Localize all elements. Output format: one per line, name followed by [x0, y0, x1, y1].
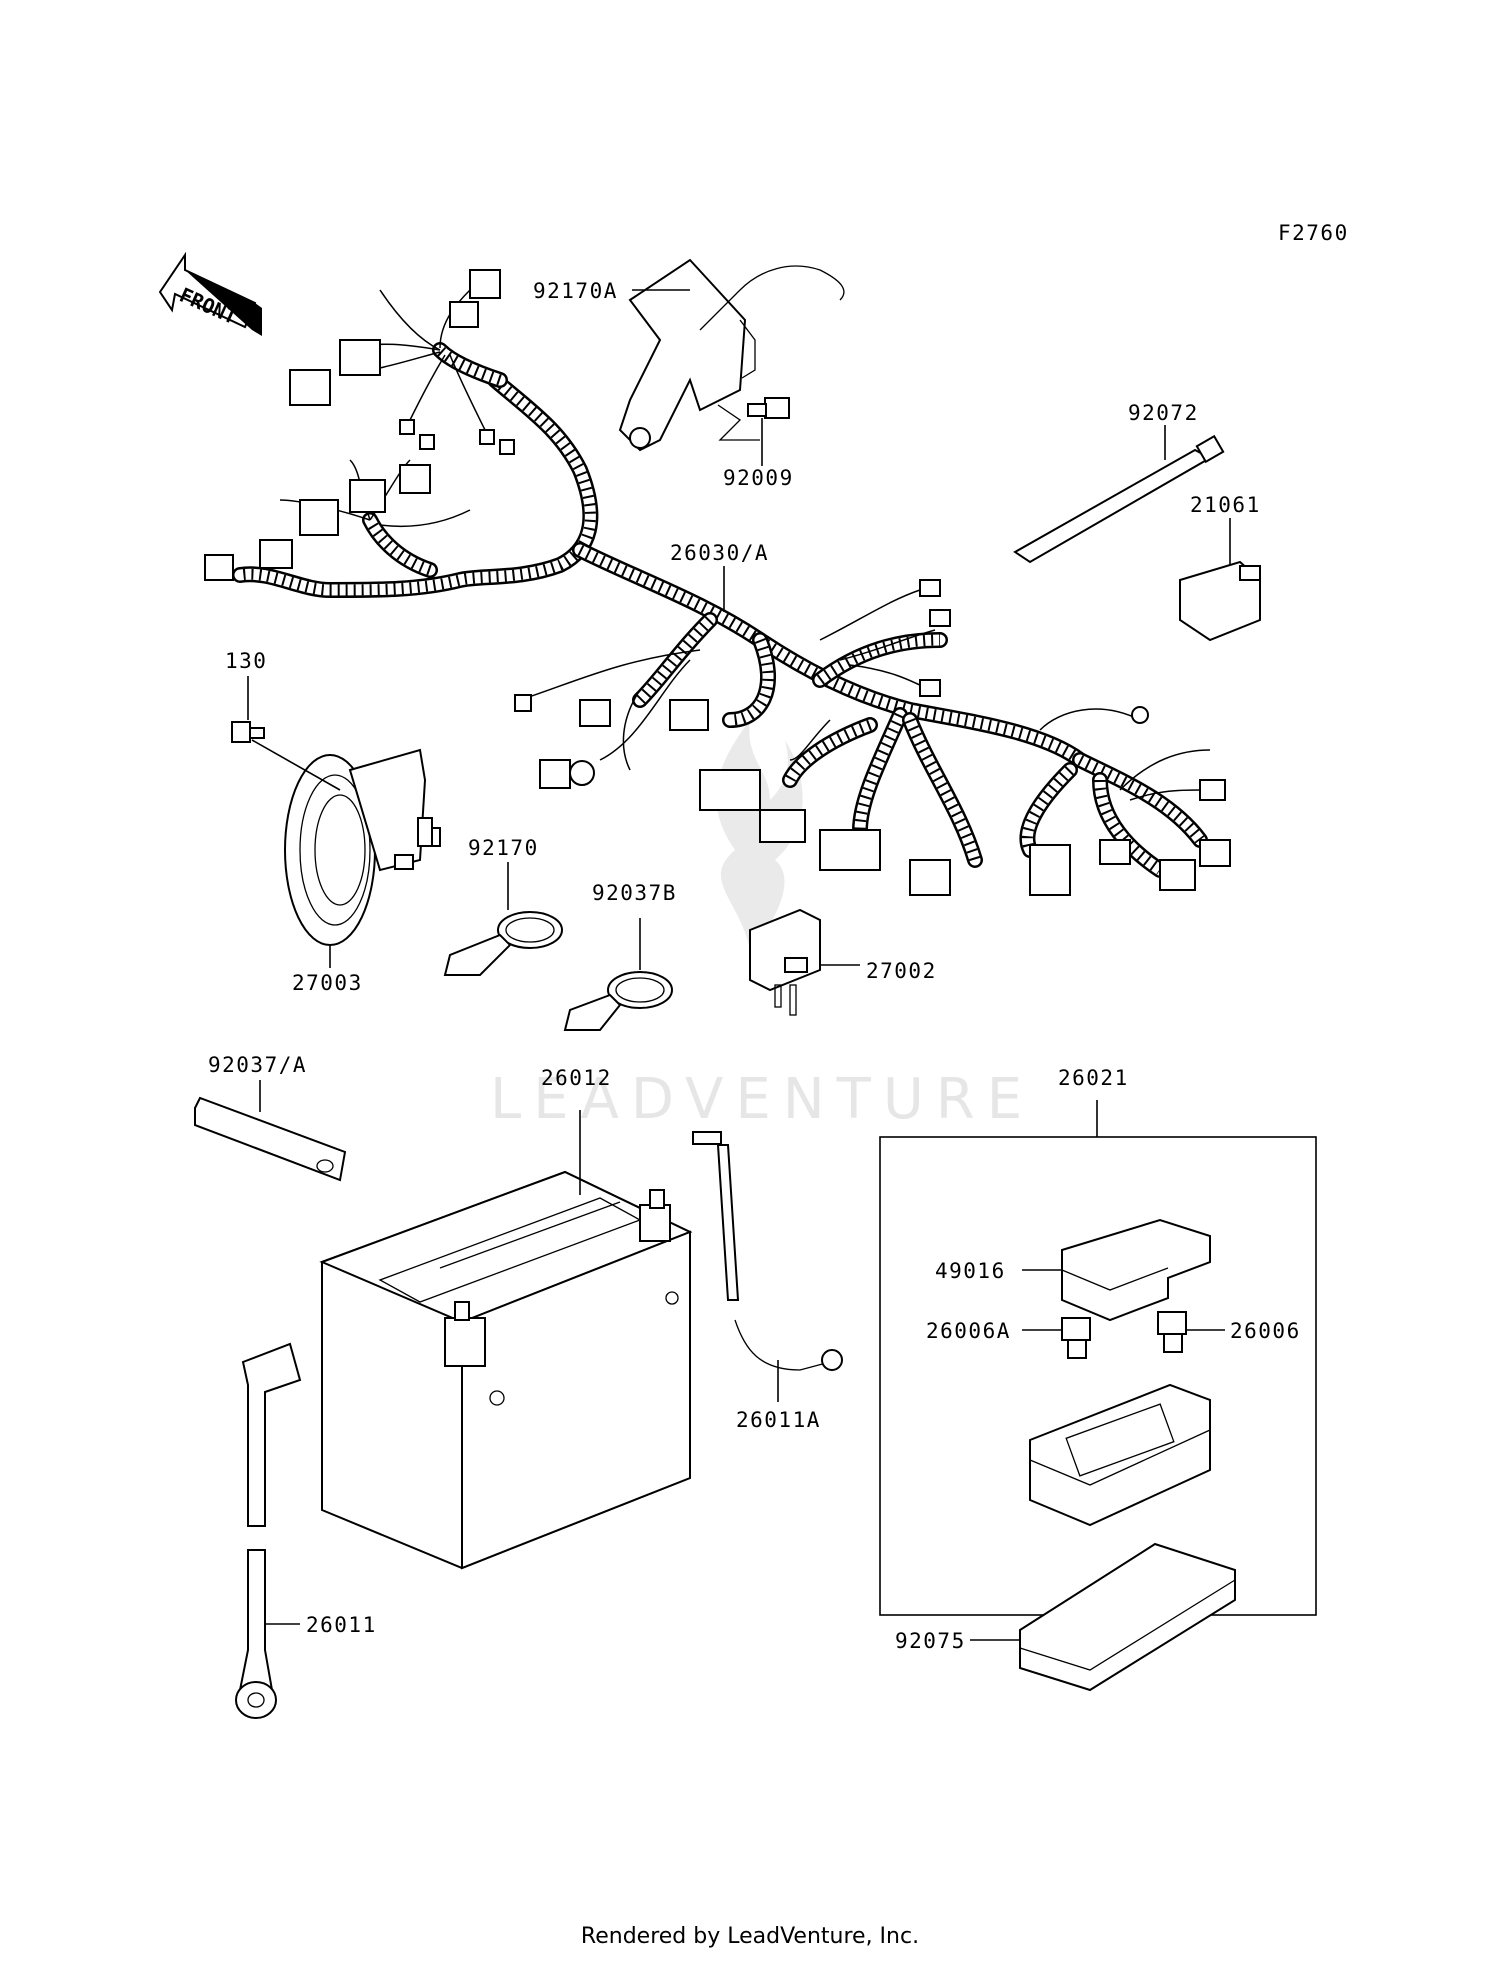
front-arrow-icon: FRONT [158, 251, 262, 336]
callout-27002: 27002 [866, 959, 937, 983]
cable-tie-92072 [1013, 434, 1225, 564]
callout-26011: 26011 [306, 1613, 377, 1637]
horn-27003 [284, 748, 441, 946]
callout-21061: 21061 [1190, 493, 1261, 517]
callout-26021: 26021 [1058, 1066, 1129, 1090]
callout-labels: 92170A 92009 92072 21061 26030/A 130 921… [208, 279, 1301, 1653]
bolt-92009 [717, 397, 790, 441]
cover-49016 [1061, 1218, 1211, 1322]
callout-92072: 92072 [1128, 401, 1199, 425]
callout-49016: 49016 [935, 1259, 1006, 1283]
callout-130: 130 [225, 649, 267, 673]
fuse-box-frame [879, 1136, 1317, 1616]
main-harness [232, 289, 1211, 878]
cable-26011 [235, 1342, 302, 1719]
callout-26006: 26006 [1230, 1319, 1301, 1343]
bracket-92170a [618, 258, 845, 452]
diagram-code: F2760 [1278, 221, 1349, 245]
fuse-26006 [1157, 1311, 1187, 1353]
cable-26011a [692, 1131, 843, 1371]
cover-92075 [1019, 1542, 1236, 1692]
callout-92037a: 92037/A [208, 1053, 307, 1077]
callout-27003: 27003 [292, 971, 363, 995]
callout-92037b: 92037B [592, 881, 677, 905]
leader-lines [247, 289, 1231, 1641]
clamp-92170 [443, 911, 563, 976]
callout-26011a: 26011A [736, 1408, 821, 1432]
callout-92170: 92170 [468, 836, 539, 860]
callout-92075: 92075 [895, 1629, 966, 1653]
pad-92037a [194, 1096, 347, 1182]
clamp-92037b [563, 971, 673, 1031]
fuse-block [1029, 1383, 1211, 1527]
callout-92009: 92009 [723, 466, 794, 490]
battery-26012 [319, 1170, 693, 1570]
callout-92170a: 92170A [533, 279, 618, 303]
watermark-text: LEADVENTURE [490, 1067, 1034, 1132]
footer-credit: Rendered by LeadVenture, Inc. [580, 1924, 920, 1949]
cap-21061 [1179, 560, 1261, 642]
harness-connectors [204, 269, 1231, 896]
callout-26030a: 26030/A [670, 541, 769, 565]
bolt-130 [231, 721, 265, 743]
fuse-26006a [1061, 1317, 1091, 1359]
relay-27002 [749, 908, 821, 1016]
callout-26006a: 26006A [926, 1319, 1011, 1343]
callout-26012: 26012 [541, 1066, 612, 1090]
